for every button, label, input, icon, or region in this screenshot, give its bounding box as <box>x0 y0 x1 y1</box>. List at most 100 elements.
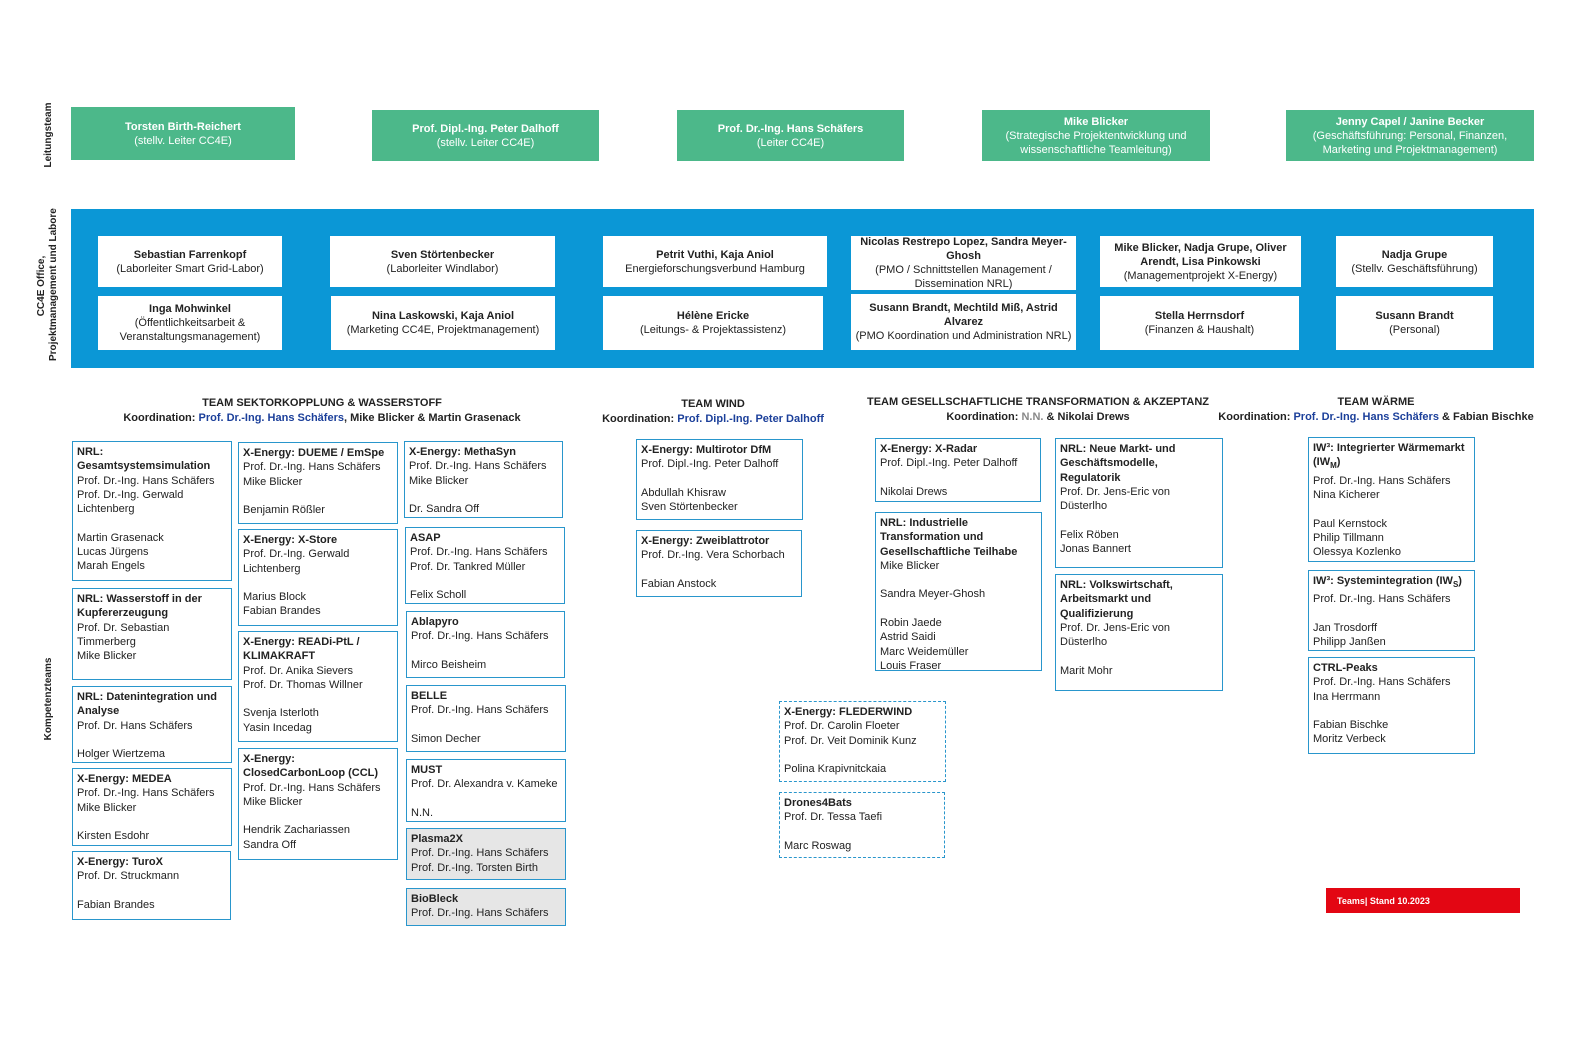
project-member: Prof. Dr. Alexandra v. Kameke <box>411 778 558 791</box>
project-title-subscript: M <box>1330 461 1337 471</box>
office-name: Hélène Ericke <box>676 310 750 322</box>
project-member: Holger Wiertzema <box>77 748 166 761</box>
project-title: CTRL-Peaks <box>1313 662 1378 674</box>
project-spacer <box>1060 513 1218 527</box>
leadership-name: Torsten Birth-Reichert <box>125 120 241 133</box>
project-member: Felix Scholl <box>410 589 467 602</box>
leadership-box: Mike Blicker (Strategische Projektentwic… <box>982 110 1210 161</box>
project-title: IW³: Integrierter Wärmemarkt (IWM) <box>1313 441 1470 474</box>
project-member: Martin Grasenack <box>77 531 164 544</box>
project-member: Nina Kicherer <box>1313 489 1380 502</box>
project-title: X-Energy: DUEME / EmSpe <box>243 447 385 459</box>
office-role: Energieforschungsverbund Hamburg <box>625 262 805 275</box>
project-spacer <box>641 563 797 577</box>
office-box: Mike Blicker, Nadja Grupe, Oliver Arendt… <box>1100 236 1301 287</box>
coordination-rest: & Fabian Bischke <box>1438 411 1534 423</box>
leadership-name: Prof. Dipl.-Ing. Peter Dalhoff <box>412 122 559 135</box>
coordination-label: Koordination: <box>946 411 1022 423</box>
team-title: TEAM WÄRME <box>1337 396 1415 408</box>
project-title: Drones4Bats <box>784 797 852 809</box>
team-coordination: Koordination: Prof. Dipl.-Ing. Peter Dal… <box>593 412 833 427</box>
project-title: X-Energy: MethaSyn <box>409 446 516 458</box>
project-member: Prof. Dr. Tankred Müller <box>410 560 526 573</box>
coordination-lead: N.N. <box>1021 411 1044 423</box>
project-member: Prof. Dr.-Ing. Hans Schäfers <box>243 781 381 794</box>
project-member: Prof. Dr. Sebastian Timmerberg <box>77 621 173 648</box>
office-role: (Leitungs- & Projektassistenz) <box>639 324 787 336</box>
project-member: N.N. <box>411 806 433 819</box>
row-label-leitungsteam: Leitungsteam <box>43 102 54 168</box>
project-title: X-Energy: Zweiblattrotor <box>641 535 770 547</box>
project-member: Mike Blicker <box>77 650 137 663</box>
project-member: Ina Herrmann <box>1313 690 1381 703</box>
project-member: Marit Mohr <box>1060 664 1113 677</box>
office-box: Inga Mohwinkel (Öffentlichkeitsarbeit & … <box>98 296 282 350</box>
office-box: Nicolas Restrepo Lopez, Sandra Meyer-Gho… <box>851 236 1076 290</box>
project-member: Abdullah Khisraw <box>641 486 726 499</box>
project-title: X-Energy: X-Store <box>243 534 338 546</box>
project-member: Prof. Dr. Thomas Willner <box>243 678 363 691</box>
office-role: (Öffentlichkeitsarbeit & Veranstaltungsm… <box>119 317 261 343</box>
project-spacer <box>243 489 393 503</box>
project-member: Astrid Saidi <box>880 631 936 644</box>
office-box: Susann Brandt (Personal) <box>1336 296 1493 350</box>
project-member: Prof. Dr.-Ing. Torsten Birth <box>411 861 538 874</box>
project-member: Prof. Dr.-Ing. Gerwald Lichtenberg <box>77 488 187 516</box>
project-member: Prof. Dr.-Ing. Hans Schäfers <box>411 847 549 860</box>
coordination-lead: Prof. Dr.-Ing. Hans Schäfers <box>198 412 344 424</box>
office-role: (Finanzen & Haushalt) <box>1144 324 1255 336</box>
project-member: Kirsten Esdohr <box>77 830 150 843</box>
team-coordination: Koordination: Prof. Dr.-Ing. Hans Schäfe… <box>1214 410 1538 425</box>
project-member: Prof. Dr.-Ing. Hans Schäfers <box>411 907 549 920</box>
project-title: NRL: Datenintegration und Analyse <box>77 691 217 718</box>
project-title-main: IW³: Systemintegration (IW <box>1313 575 1453 587</box>
team-header: TEAM SEKTORKOPPLUNG & WASSERSTOFF Koordi… <box>60 396 584 426</box>
office-name: Petrit Vuthi, Kaja Aniol <box>656 248 774 261</box>
project-title: X-Energy: ClosedCarbonLoop (CCL) <box>243 753 379 780</box>
project-member: Carsten Schütte <box>77 678 227 680</box>
project-spacer <box>880 471 1036 485</box>
project-member: Marc Weidemüller <box>880 645 969 658</box>
project-member: Marc Roswag <box>784 839 852 852</box>
project-spacer <box>880 573 1037 587</box>
office-name: Mike Blicker, Nadja Grupe, Oliver Arendt… <box>1114 241 1287 268</box>
project-title-main: IW³: Integrierter Wärmemarkt (IW <box>1313 442 1465 469</box>
leadership-name: Mike Blicker <box>1063 115 1129 128</box>
project-member: Prof. Dr.-Ing. Hans Schäfers <box>77 787 215 800</box>
office-role: (Laborleiter Smart Grid-Labor) <box>116 262 264 275</box>
project-member: Prof. Dr.-Ing. Hans Schäfers <box>243 461 381 474</box>
project-title: X-Energy: FLEDERWIND <box>784 706 913 718</box>
project-member: Felix Röben <box>1060 528 1119 541</box>
project-spacer <box>77 815 227 829</box>
row-label-office-line1: CC4E Office, <box>36 255 47 317</box>
project-member: Mirco Beisheim <box>411 658 487 671</box>
project-title: BioBleck <box>411 893 459 905</box>
office-role: (Laborleiter Windlabor) <box>386 262 499 275</box>
project-title: NRL: Neue Markt- und Geschäftsmodelle, R… <box>1060 443 1176 484</box>
project-member: Benjamin Rößler <box>243 504 325 517</box>
coordination-lead: Prof. Dr.-Ing. Hans Schäfers <box>1293 411 1439 423</box>
leadership-name: Prof. Dr.-Ing. Hans Schäfers <box>717 122 864 135</box>
team-header: TEAM WIND Koordination: Prof. Dipl.-Ing.… <box>593 397 833 427</box>
office-name: Sven Störtenbecker <box>390 248 495 261</box>
leadership-role: (Geschäftsführung: Personal, Finanzen, M… <box>1312 129 1508 156</box>
coordination-rest: & Nikolai Drews <box>1043 411 1130 423</box>
project-member: Lucas Jürgens <box>77 546 149 559</box>
project-member: Hendrik Zachariassen <box>243 824 350 837</box>
project-member: Moritz Verbeck <box>1313 733 1386 746</box>
office-role: (PMO / Schnittstellen Management / Disse… <box>875 264 1052 290</box>
project-member: Fabian Brandes <box>77 898 155 911</box>
project-box: IW³: Systemintegration (IWS)Prof. Dr.-In… <box>1308 570 1475 651</box>
project-member: Dr. Sandra Off <box>409 503 480 516</box>
project-member: Prof. Dipl.-Ing. Peter Dalhoff <box>880 457 1018 470</box>
project-member: Marius Block <box>243 591 306 604</box>
